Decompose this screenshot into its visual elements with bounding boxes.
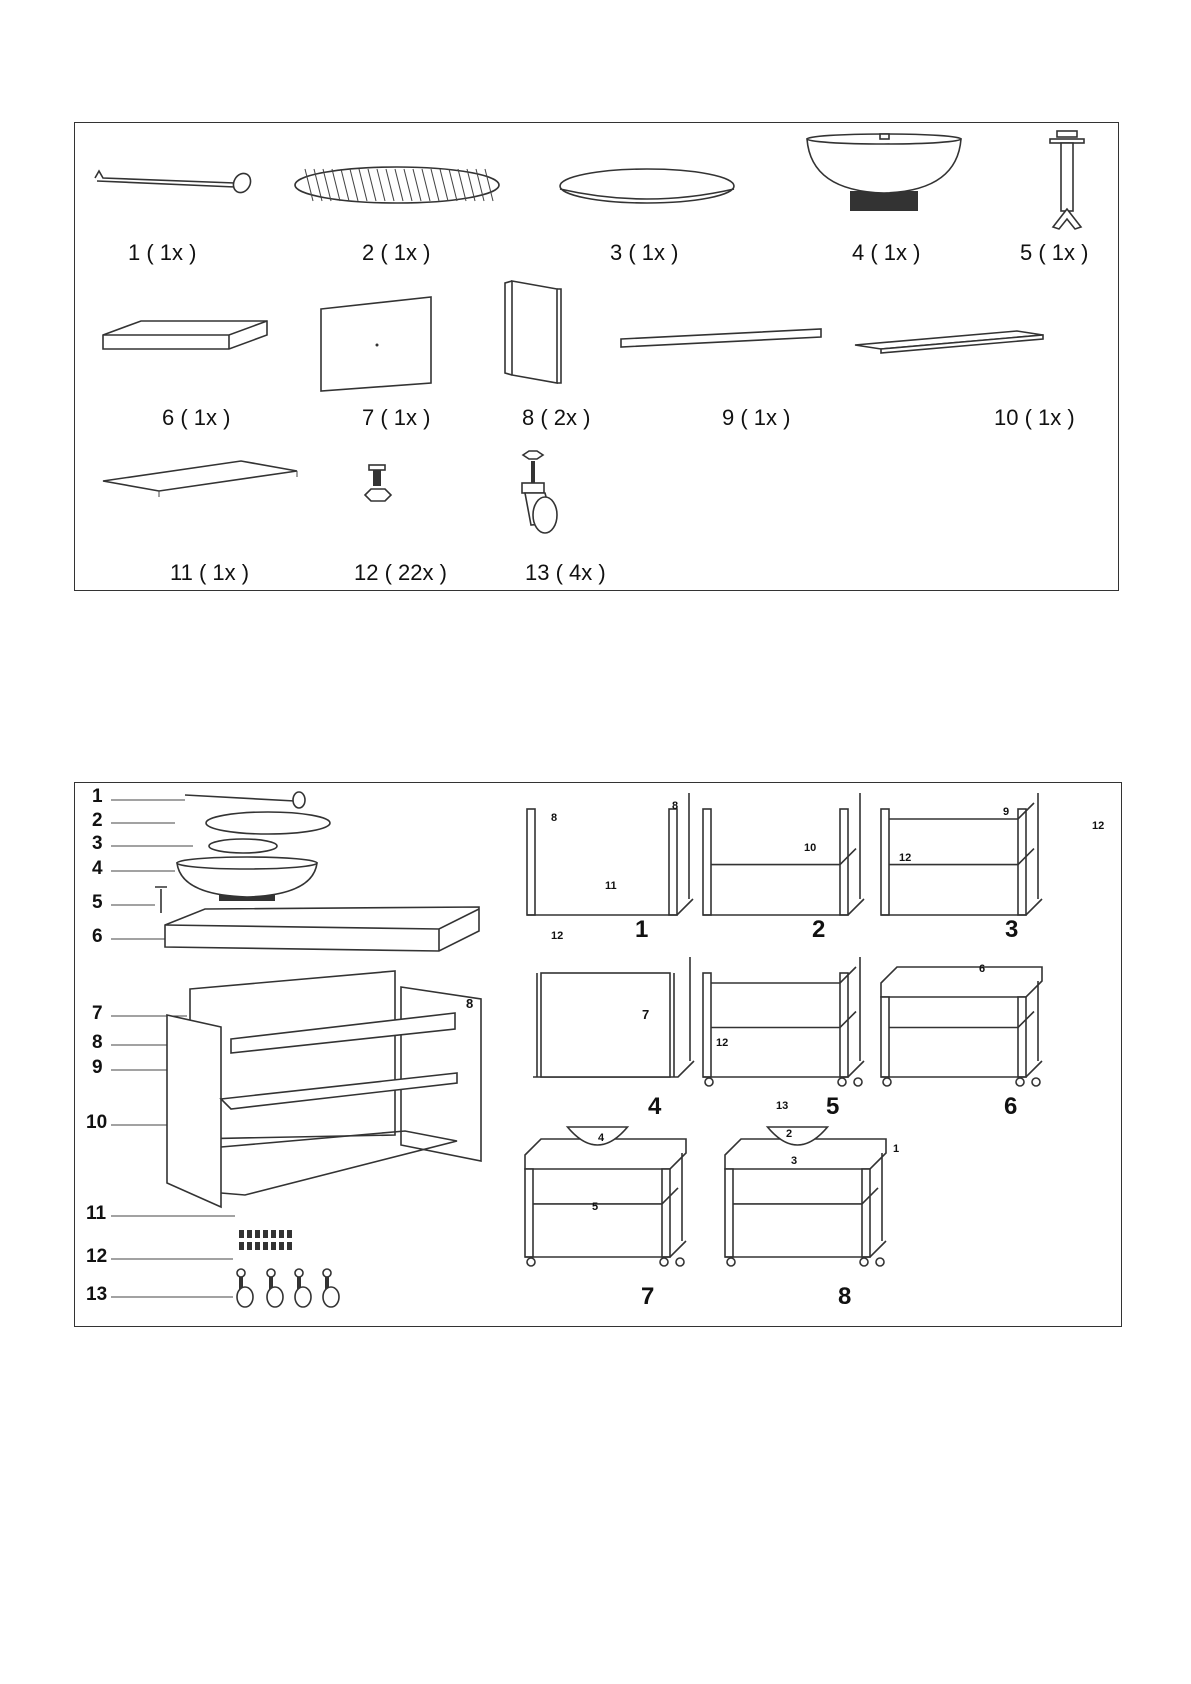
part-label-3: 3 ( 1x ) bbox=[610, 240, 678, 266]
fire-bowl-icon bbox=[807, 134, 961, 211]
exploded-callout-10: 10 bbox=[86, 1112, 107, 1134]
bowl-stand-bolt-icon bbox=[1050, 131, 1084, 229]
exploded-view bbox=[111, 792, 481, 1307]
exploded-callout-8-side: 8 bbox=[466, 996, 473, 1011]
exploded-callout-9: 9 bbox=[92, 1057, 103, 1079]
step-number-4: 4 bbox=[648, 1093, 661, 1121]
part-label-10: 10 ( 1x ) bbox=[994, 405, 1075, 431]
part-label-11: 11 ( 1x ) bbox=[170, 560, 249, 586]
round-plate-icon bbox=[560, 169, 734, 203]
exploded-callout-11: 11 bbox=[86, 1203, 106, 1225]
step1-label-12: 12 bbox=[551, 930, 563, 942]
part-label-12: 12 ( 22x ) bbox=[354, 560, 447, 586]
step5-label-13: 13 bbox=[776, 1100, 788, 1112]
assembly-instructions-panel bbox=[74, 782, 1122, 1327]
part-label-13: 13 ( 4x ) bbox=[525, 560, 606, 586]
assembly-drawings bbox=[75, 783, 1123, 1328]
exploded-callout-5: 5 bbox=[92, 892, 103, 914]
bolt-nut-icon bbox=[365, 465, 391, 501]
exploded-callout-13: 13 bbox=[86, 1284, 107, 1306]
shelf-icon bbox=[855, 331, 1043, 353]
caster-wheel-icon bbox=[522, 451, 557, 533]
part-label-9: 9 ( 1x ) bbox=[722, 405, 790, 431]
part-label-5: 5 ( 1x ) bbox=[1020, 240, 1088, 266]
step-number-2: 2 bbox=[812, 916, 825, 944]
grill-grate-icon bbox=[295, 167, 499, 203]
step8-label-1: 1 bbox=[893, 1143, 899, 1155]
exploded-callout-6: 6 bbox=[92, 926, 103, 948]
part-label-6: 6 ( 1x ) bbox=[162, 405, 230, 431]
back-panel-icon bbox=[321, 297, 431, 391]
step3-label-12: 12 bbox=[1092, 820, 1104, 832]
exploded-callout-12: 12 bbox=[86, 1246, 107, 1268]
part-label-4: 4 ( 1x ) bbox=[852, 240, 920, 266]
step1-label-8b: 8 bbox=[672, 800, 678, 812]
exploded-callout-3: 3 bbox=[92, 833, 103, 855]
assembly-steps bbox=[525, 793, 1042, 1266]
step-number-1: 1 bbox=[635, 916, 648, 944]
step2-label-12: 12 bbox=[899, 852, 911, 864]
step-number-3: 3 bbox=[1005, 916, 1018, 944]
step-number-8: 8 bbox=[838, 1283, 851, 1311]
exploded-callout-2: 2 bbox=[92, 810, 103, 832]
step-number-6: 6 bbox=[1004, 1093, 1017, 1121]
exploded-callout-1: 1 bbox=[92, 786, 103, 808]
poker-hook-icon bbox=[95, 170, 254, 195]
step7-label-5: 5 bbox=[592, 1201, 598, 1213]
part-label-1: 1 ( 1x ) bbox=[128, 240, 196, 266]
step7-label-4: 4 bbox=[598, 1132, 604, 1144]
step1-label-8a: 8 bbox=[551, 812, 557, 824]
side-panel-icon bbox=[505, 281, 561, 383]
crossbar-icon bbox=[621, 329, 821, 347]
step1-label-11: 11 bbox=[605, 880, 617, 892]
part-label-8: 8 ( 2x ) bbox=[522, 405, 590, 431]
step8-label-2: 2 bbox=[786, 1128, 792, 1140]
parts-list-panel bbox=[74, 122, 1119, 591]
parts-drawings bbox=[75, 123, 1120, 592]
base-frame-icon bbox=[103, 461, 297, 497]
step4-label-12: 12 bbox=[716, 1037, 728, 1049]
step-number-5: 5 bbox=[826, 1093, 839, 1121]
tabletop-icon bbox=[103, 321, 267, 349]
exploded-callout-4: 4 bbox=[92, 858, 103, 880]
step-number-7: 7 bbox=[641, 1283, 654, 1311]
exploded-callout-8: 8 bbox=[92, 1032, 103, 1054]
step2-label-10: 10 bbox=[804, 842, 816, 854]
step4-label-7: 7 bbox=[642, 1007, 649, 1022]
step6-label-6: 6 bbox=[979, 963, 985, 975]
step3-label-9: 9 bbox=[1003, 806, 1009, 818]
exploded-callout-7: 7 bbox=[92, 1003, 103, 1025]
part-label-2: 2 ( 1x ) bbox=[362, 240, 430, 266]
step8-label-3: 3 bbox=[791, 1155, 797, 1167]
part-label-7: 7 ( 1x ) bbox=[362, 405, 430, 431]
